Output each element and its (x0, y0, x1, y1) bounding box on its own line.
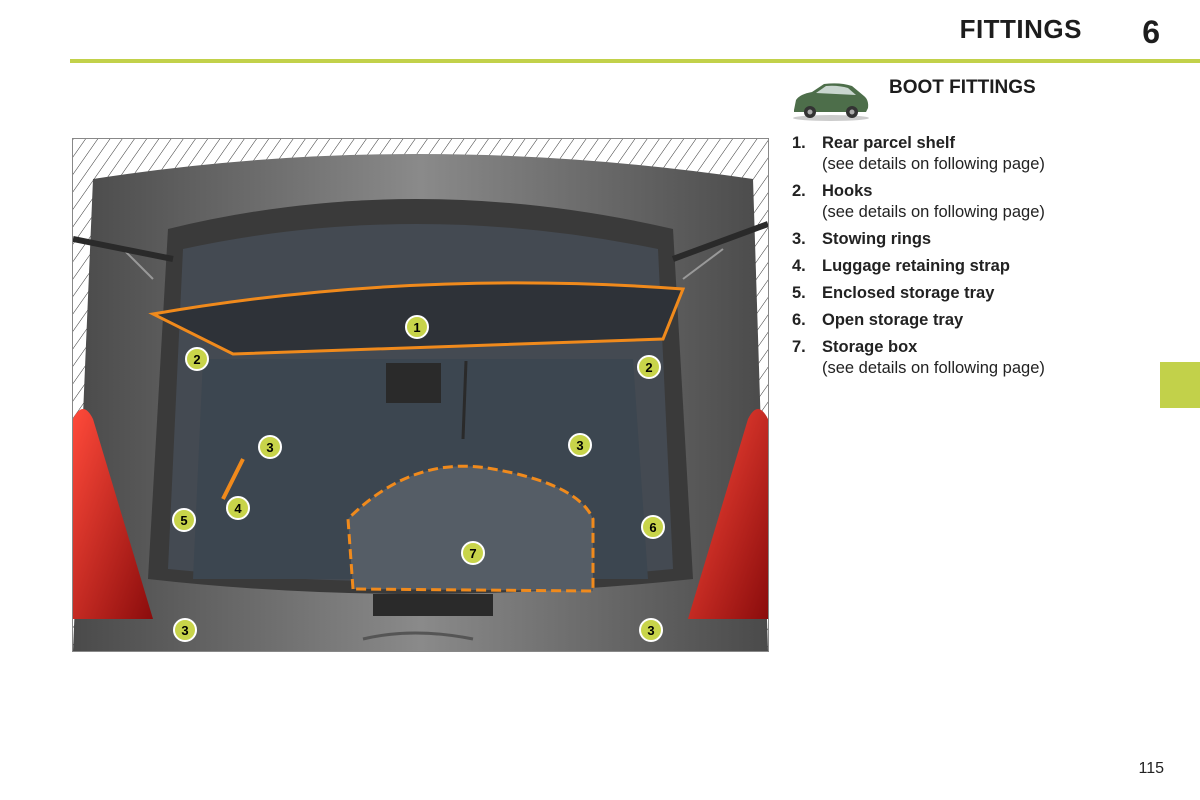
callout-3-left-inner: 3 (258, 435, 282, 459)
svg-text:1: 1 (413, 320, 420, 335)
list-item: 7.Storage box(see details on following p… (792, 338, 1045, 377)
svg-text:4: 4 (234, 501, 242, 516)
list-item: 5.Enclosed storage tray (792, 284, 995, 302)
boot-illustration: 1 2 2 3 3 3 3 4 (72, 138, 769, 652)
chapter-title: FITTINGS (959, 14, 1082, 44)
callout-3-right-inner: 3 (568, 433, 592, 457)
callout-4: 4 (226, 496, 250, 520)
list-item: 1.Rear parcel shelf(see details on follo… (792, 134, 1045, 173)
svg-text:2: 2 (193, 352, 200, 367)
list-item: 4.Luggage retaining strap (792, 257, 1010, 275)
chapter-side-tab (1160, 362, 1200, 408)
svg-text:6: 6 (649, 520, 656, 535)
svg-text:5: 5 (180, 513, 187, 528)
page-number: 115 (1138, 760, 1164, 777)
header-divider (70, 59, 1200, 63)
callout-7: 7 (461, 541, 485, 565)
list-item: 6.Open storage tray (792, 311, 964, 329)
chapter-number: 6 (1142, 14, 1160, 50)
svg-text:3: 3 (647, 623, 654, 638)
callout-5: 5 (172, 508, 196, 532)
callout-3-right-outer: 3 (639, 618, 663, 642)
section-title: BOOT FITTINGS (889, 77, 1036, 98)
svg-text:2: 2 (645, 360, 652, 375)
callout-6: 6 (641, 515, 665, 539)
svg-text:3: 3 (181, 623, 188, 638)
list-item: 2.Hooks(see details on following page) (792, 182, 1045, 221)
svg-text:3: 3 (576, 438, 583, 453)
list-item: 3.Stowing rings (792, 230, 932, 248)
callout-2-left: 2 (185, 347, 209, 371)
svg-text:7: 7 (469, 546, 476, 561)
svg-text:3: 3 (266, 440, 273, 455)
fittings-legend: 1.Rear parcel shelf(see details on follo… (792, 133, 1122, 385)
callout-2-right: 2 (637, 355, 661, 379)
callout-1: 1 (405, 315, 429, 339)
callout-3-left-outer: 3 (173, 618, 197, 642)
car-icon (793, 83, 869, 121)
